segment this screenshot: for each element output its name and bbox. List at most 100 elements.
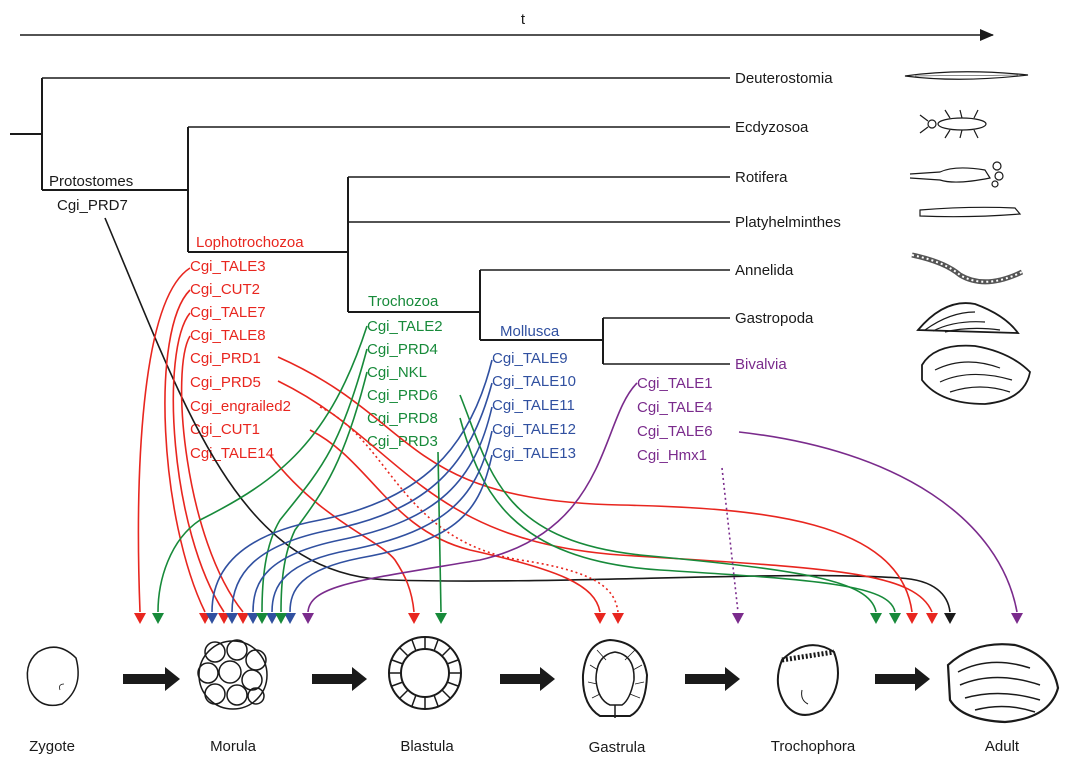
expression-arrowhead: [926, 613, 938, 624]
annelid-illustration: [911, 252, 1024, 285]
expression-arrowhead: [302, 613, 314, 624]
gene-label: Cgi_TALE6: [637, 423, 713, 440]
node-label-mollusca: Mollusca: [500, 323, 560, 340]
oyster-illustration: [921, 344, 1031, 405]
expression-curve: [269, 454, 415, 613]
organism-illustrations: [904, 71, 1031, 405]
expression-arrowhead: [870, 613, 882, 624]
expression-curve: [104, 217, 951, 613]
gastropod-shell-illustration: [916, 302, 1020, 334]
expression-curve: [180, 335, 244, 613]
expression-curve: [277, 380, 933, 613]
node-label-protostomes: Protostomes: [49, 173, 133, 190]
expression-arrowhead: [408, 613, 420, 624]
gene-label: Cgi_NKL: [367, 364, 427, 381]
expression-arrowhead: [275, 613, 287, 624]
gene-label: Cgi_PRD5: [190, 374, 261, 391]
gene-label: Cgi_CUT2: [190, 281, 260, 298]
expression-arrowhead: [266, 613, 278, 624]
clade-label-deuterostomia: Deuterostomia: [735, 70, 833, 87]
expression-arrowhead: [152, 613, 164, 624]
node-label-lophotrochozoa: Lophotrochozoa: [196, 234, 304, 251]
clade-labels: Deuterostomia Ecdyzosoa Rotifera Platyhe…: [735, 70, 841, 373]
expression-arrowhead: [435, 613, 447, 624]
expression-curve: [271, 430, 493, 613]
gene-label: Cgi_TALE1: [637, 375, 713, 392]
expression-arrowhead: [237, 613, 249, 624]
rotifer-illustration: [909, 161, 1004, 188]
gene-label: Cgi_TALE2: [367, 318, 443, 335]
beetle-illustration: [919, 109, 987, 139]
node-bivalvia: Cgi_TALE1 Cgi_TALE4 Cgi_TALE6 Cgi_Hmx1: [637, 375, 713, 464]
expression-curve: [280, 371, 368, 613]
gene-label: Cgi_engrailed2: [190, 398, 291, 415]
expression-curve: [277, 356, 913, 613]
stage-label-adult: Adult: [985, 738, 1020, 755]
gene-label: Cgi_TALE7: [190, 304, 266, 321]
expression-curve: [307, 382, 638, 613]
stage-label-zygote: Zygote: [29, 738, 75, 755]
expression-arrowhead: [612, 613, 624, 624]
gene-label: Cgi_TALE4: [637, 399, 713, 416]
expression-curve: [319, 406, 619, 613]
expression-arrowhead: [247, 613, 259, 624]
expression-arrowhead: [594, 613, 606, 624]
time-axis: t: [20, 11, 994, 41]
node-label-trochozoa: Trochozoa: [368, 293, 439, 310]
gene-label: Cgi_TALE10: [492, 373, 576, 390]
stage-label-trochophora: Trochophora: [771, 738, 856, 755]
clade-label-bivalvia: Bivalvia: [735, 356, 787, 373]
gene-label: Cgi_Hmx1: [637, 447, 707, 464]
expression-arrowhead: [206, 613, 218, 624]
clade-label-annelida: Annelida: [735, 262, 794, 279]
expression-arrowhead: [218, 613, 230, 624]
lancelet-illustration: [904, 71, 1029, 80]
node-mollusca: Mollusca Cgi_TALE9 Cgi_TALE10 Cgi_TALE11…: [492, 323, 576, 462]
expression-arrowhead: [906, 613, 918, 624]
gene-label: Cgi_TALE8: [190, 327, 266, 344]
expression-arrowhead: [944, 613, 956, 624]
expression-curve: [721, 467, 739, 613]
gene-label: Cgi_PRD6: [367, 387, 438, 404]
expression-curve: [261, 348, 368, 613]
expression-curve: [137, 267, 191, 613]
gene-label: Cgi_TALE9: [492, 350, 568, 367]
gene-label: Cgi_TALE3: [190, 258, 266, 275]
zygote-illustration: [26, 646, 79, 707]
gastrula-illustration: [581, 638, 649, 718]
clade-label-rotifera: Rotifera: [735, 169, 788, 186]
transition-arrow: [312, 667, 367, 691]
expression-curve: [231, 382, 493, 613]
expression-curve: [289, 454, 493, 613]
stage-transition-arrows: [123, 667, 930, 691]
expression-arrowhead: [256, 613, 268, 624]
expression-curve: [164, 289, 206, 613]
trochophora-illustration: [776, 644, 839, 716]
expression-arrowhead: [732, 613, 744, 624]
gene-label: Cgi_TALE13: [492, 445, 576, 462]
gene-label: Cgi_TALE12: [492, 421, 576, 438]
transition-arrow: [123, 667, 180, 691]
stage-illustrations: [26, 636, 1060, 724]
time-axis-label: t: [521, 11, 526, 28]
expression-arrowhead: [226, 613, 238, 624]
gene-label: Cgi_TALE14: [190, 445, 274, 462]
expression-curve: [309, 429, 601, 613]
clade-label-gastropoda: Gastropoda: [735, 310, 814, 327]
node-trochozoa: Trochozoa Cgi_TALE2 Cgi_PRD4 Cgi_NKL Cgi…: [367, 293, 443, 450]
gene-label: Cgi_TALE11: [492, 397, 575, 414]
stage-label-blastula: Blastula: [400, 738, 454, 755]
expression-curve: [172, 312, 225, 613]
transition-arrow: [875, 667, 930, 691]
transition-arrow: [500, 667, 555, 691]
expression-arrowhead: [889, 613, 901, 624]
gene-label: Cgi_PRD7: [57, 197, 128, 214]
gene-label: Cgi_CUT1: [190, 421, 260, 438]
blastula-illustration: [388, 636, 462, 710]
stage-label-morula: Morula: [210, 738, 257, 755]
expression-curve: [738, 431, 1018, 613]
expression-arrowheads: [134, 613, 1023, 624]
transition-arrow: [685, 667, 740, 691]
expression-arrowhead: [284, 613, 296, 624]
